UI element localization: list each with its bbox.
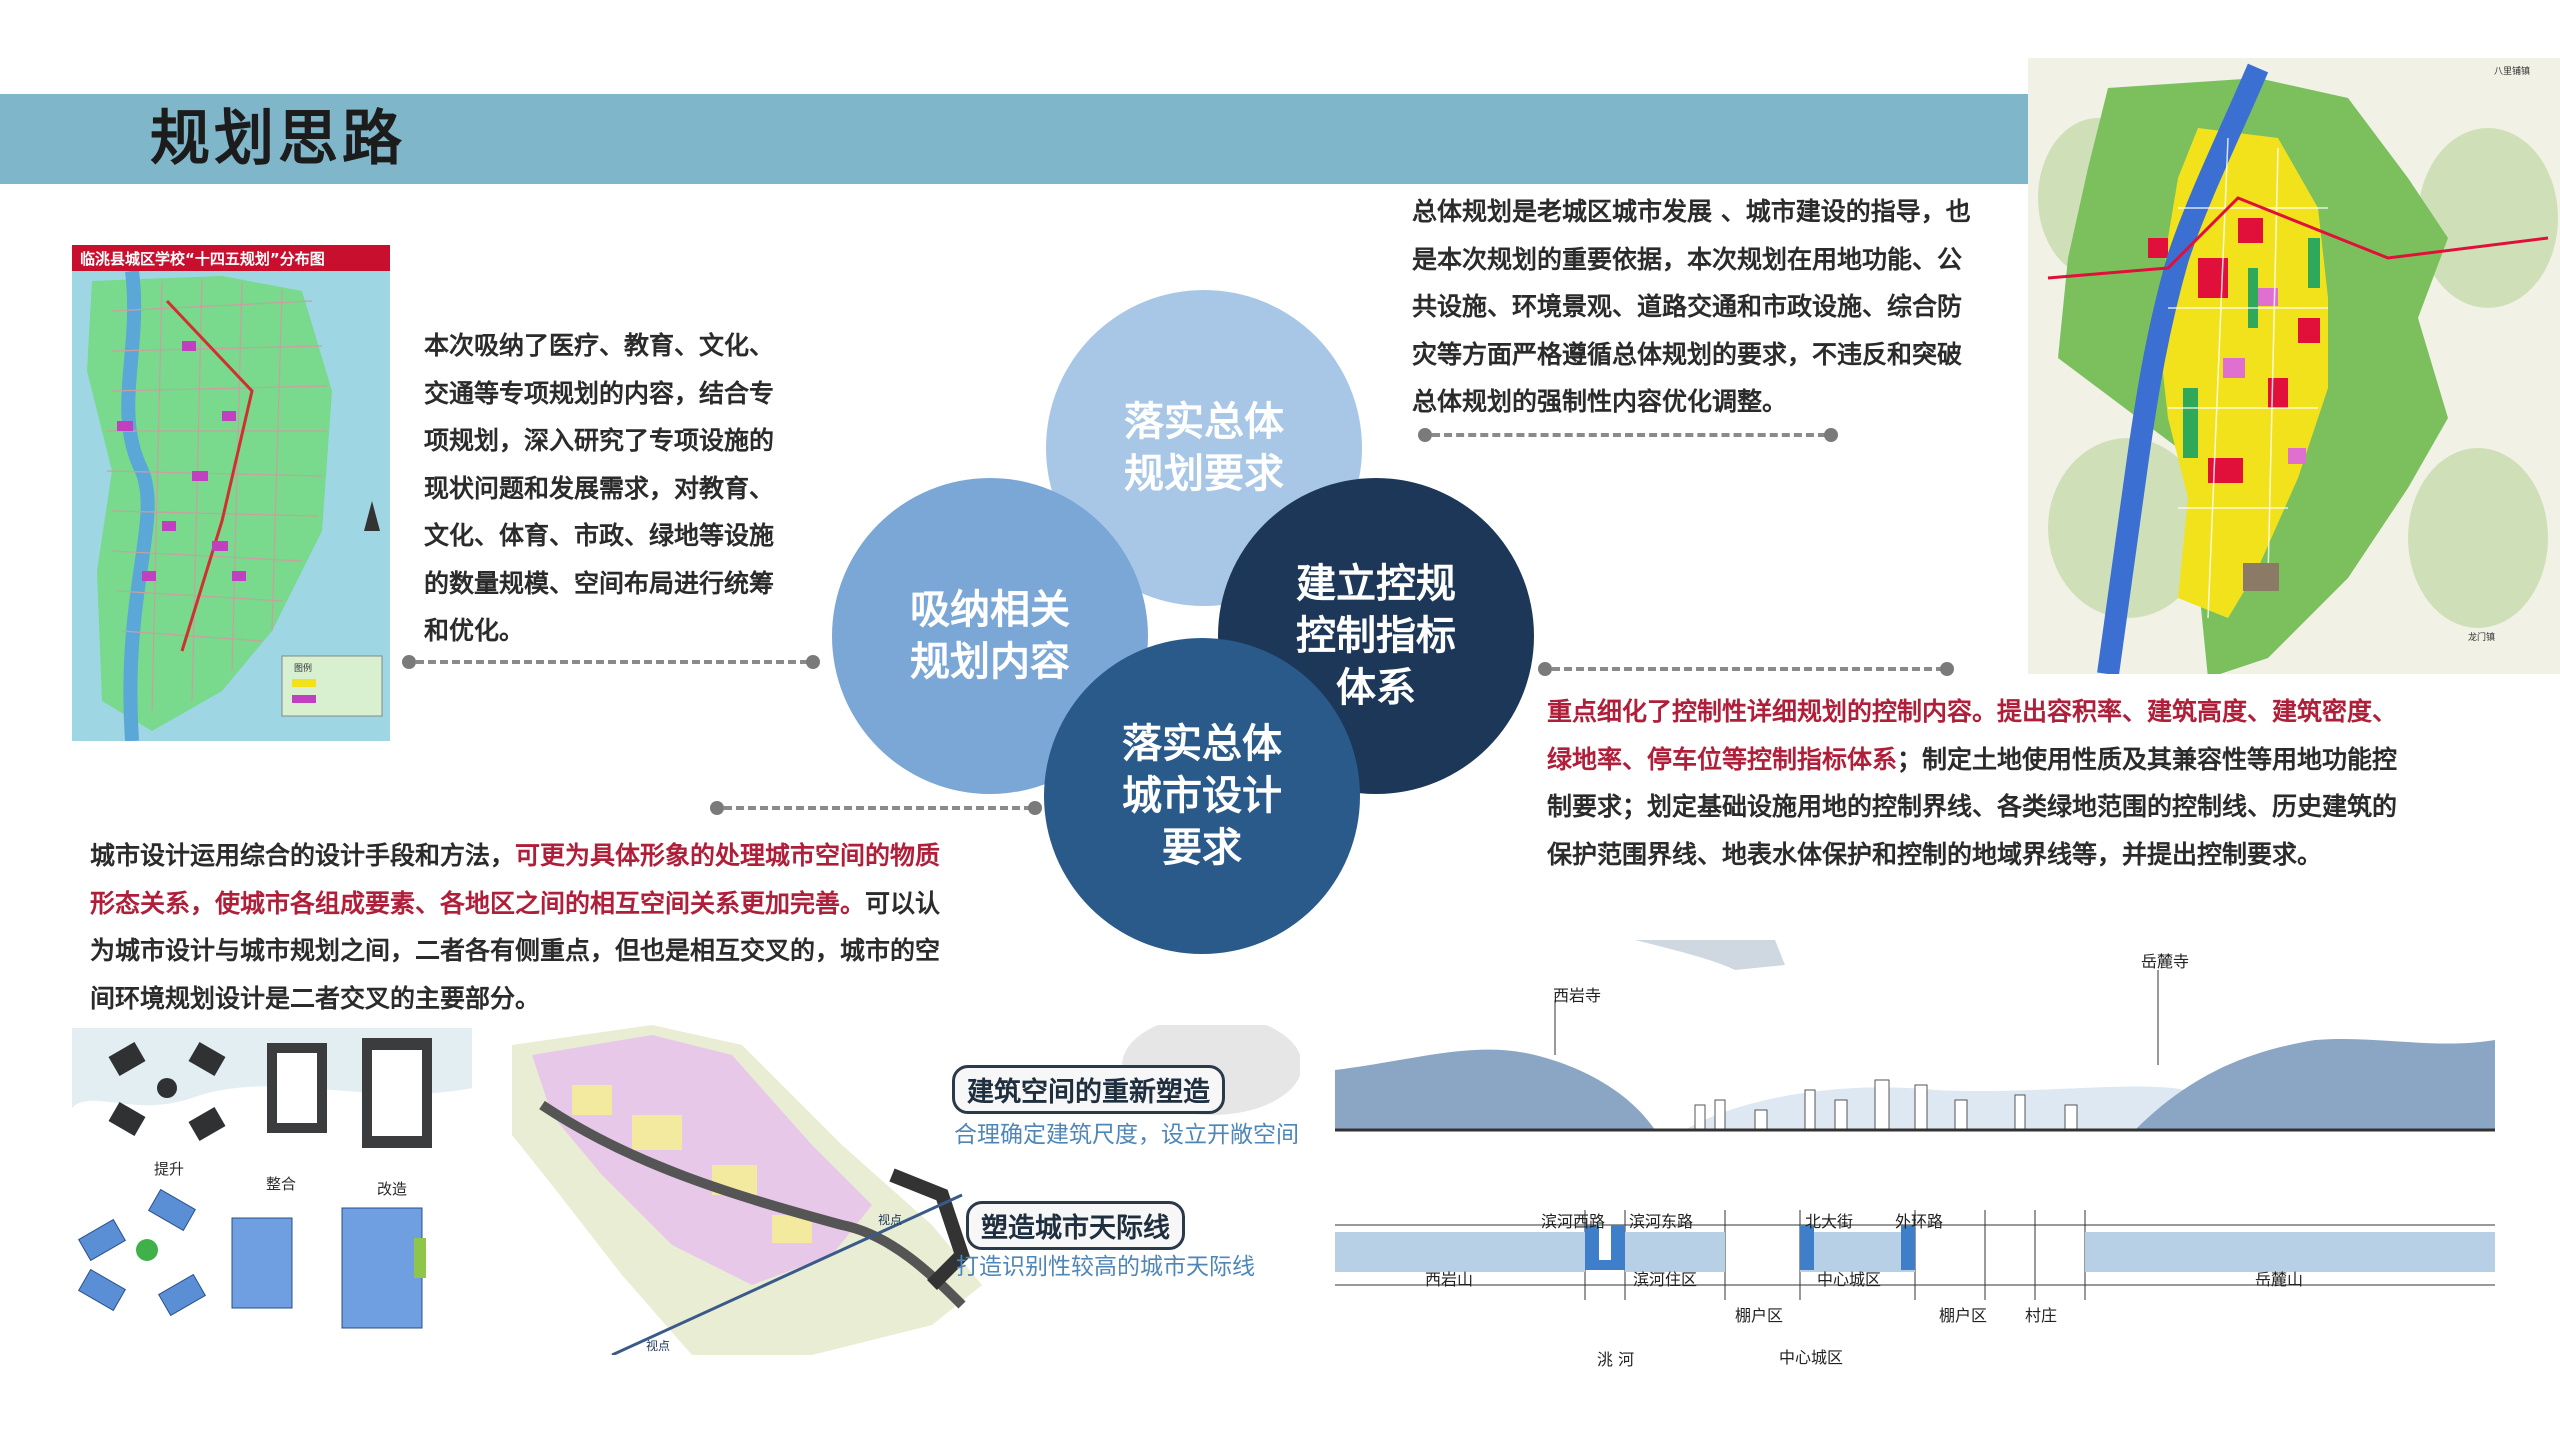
text-line: 和优化。 <box>424 616 525 645</box>
text-line: 现状问题和发展需求，对教育、 <box>424 473 775 503</box>
zone-label: 中心城区 <box>1779 1348 1844 1367</box>
connector-dash <box>1432 433 1826 437</box>
text-line: 的数量规模、空间布局进行统筹 <box>424 568 775 598</box>
connector-dash <box>1552 667 1944 671</box>
text-line: 总体规划是老城区城市发展 、城市建设的指导，也 <box>1412 197 1971 226</box>
circle-text: 吸纳相关 <box>910 587 1070 633</box>
circle-control-index-system: 建立控规 控制指标 体系 <box>1218 478 1534 794</box>
left-paragraph: 本次吸纳了医疗、教育、文化、 交通等专项规划的内容，结合专 项规划，深入研究了专… <box>424 322 824 655</box>
school-distribution-map: 临洮县城区学校“十四五规划”分布图 图例 <box>72 245 390 741</box>
text-line: 总体规划的强制性内容优化调整。 <box>1412 387 1788 416</box>
highlight-text: 可更为具体形象的处理城市空间的物质 <box>515 841 941 870</box>
town-label: 龙门镇 <box>2468 633 2496 643</box>
text-line: 制要求；划定基础设施用地的控制界线、各类绿地范围的控制线、历史建筑的 <box>1547 792 2398 821</box>
text-line: 保护范围界线、地表水体保护和控制的地域界线等，并提出控制要求。 <box>1547 839 2323 869</box>
connector-dash <box>724 806 1032 810</box>
page-title: 规划思路 <box>150 104 406 174</box>
circle-text: 体系 <box>1336 665 1416 711</box>
circle-text: 规划要求 <box>1124 451 1284 497</box>
peak-label-right: 岳麓寺 <box>2141 952 2190 971</box>
text-line: 本次吸纳了医疗、教育、文化、 <box>424 331 775 360</box>
road-label: 滨河东路 <box>1629 1212 1694 1231</box>
diagram-label-upgrade: 提升 <box>154 1160 185 1178</box>
map-title-bar <box>72 245 390 271</box>
body-text: 可以认 <box>865 888 941 918</box>
circle-implement-urban-design: 落实总体 城市设计 要求 <box>1044 638 1360 954</box>
road-label: 滨河西路 <box>1541 1212 1606 1231</box>
text-line: 灾等方面严格遵循总体规划的要求，不违反和突破 <box>1412 339 1963 369</box>
highlight-text: 重点细化了控制性详细规划的控制内容。提出容积率、建筑高度、建筑密度、 <box>1547 697 2398 726</box>
diagram-label-renovate: 改造 <box>377 1180 408 1198</box>
connector-dot <box>1418 428 1432 442</box>
text-line: 为城市设计与城市规划之间，二者各有侧重点，但也是相互交叉的，城市的空 <box>90 936 941 965</box>
text-line: 间环境规划设计是二者交叉的主要部分。 <box>90 983 541 1013</box>
circle-text: 落实总体 <box>1122 721 1282 767</box>
connector-dot <box>1824 428 1838 442</box>
circle-text: 落实总体 <box>1124 399 1284 445</box>
text-line: 项规划，深入研究了专项设施的 <box>424 426 775 455</box>
bottom-left-paragraph: 城市设计运用综合的设计手段和方法，可更为具体形象的处理城市空间的物质 形态关系，… <box>90 832 1050 1022</box>
connector-dot <box>1538 662 1552 676</box>
text-line: 是本次规划的重要依据，本次规划在用地功能、公 <box>1412 244 1963 274</box>
zone-label: 西岩山 <box>1425 1270 1474 1289</box>
road-label: 外环路 <box>1895 1212 1944 1231</box>
peak-label-left: 西岩寺 <box>1553 986 1602 1005</box>
land-use-graphic <box>2028 58 2560 674</box>
body-text: ；制定土地使用性质及其兼容性等用地功能控 <box>1897 744 2398 774</box>
connector-dot <box>710 801 724 815</box>
map-graphic <box>72 271 390 741</box>
text-line: 绿地率、停车位等控制指标体系；制定土地使用性质及其兼容性等用地功能控 <box>1547 736 2547 784</box>
road-label: 北大街 <box>1805 1212 1854 1231</box>
zone-label: 中心城区 <box>1817 1270 1882 1289</box>
map-title: 临洮县城区学校“十四五规划”分布图 <box>80 250 325 268</box>
text-line: 城市设计运用综合的设计手段和方法，可更为具体形象的处理城市空间的物质 <box>90 832 1050 880</box>
callout-skyline-subtitle: 打造识别性较高的城市天际线 <box>956 1254 1255 1280</box>
highlight-text: 形态关系，使城市各组成要素、各地区之间的相互空间关系更加完善。 <box>90 888 866 918</box>
circle-text: 规划内容 <box>910 639 1070 685</box>
connector-dot <box>1028 801 1042 815</box>
block-graphic <box>72 1028 472 1329</box>
urban-design-map: 建筑空间的重新塑造 合理确定建筑尺度，设立开敞空间 塑造城市天际线 打造识别性较… <box>512 1025 1300 1355</box>
zone-label: 岳麓山 <box>2255 1270 2304 1289</box>
callout-reshape-subtitle: 合理确定建筑尺度，设立开敞空间 <box>954 1122 1299 1148</box>
circle-text: 建立控规 <box>1296 561 1456 607</box>
zone-label: 村庄 <box>2025 1306 2058 1325</box>
title-band <box>0 94 2028 184</box>
circle-text: 要求 <box>1162 825 1242 871</box>
town-label: 八里铺镇 <box>2494 67 2531 77</box>
callout-skyline: 塑造城市天际线 <box>966 1201 1185 1250</box>
body-text: 城市设计运用综合的设计手段和方法， <box>90 841 516 870</box>
zone-label: 滨河住区 <box>1633 1270 1698 1289</box>
view-point-label: 视点 <box>646 1339 671 1353</box>
text-line: 重点细化了控制性详细规划的控制内容。提出容积率、建筑高度、建筑密度、 <box>1547 688 2547 736</box>
zone-label: 棚户区 <box>1735 1306 1784 1325</box>
callout-reshape-building-space: 建筑空间的重新塑造 <box>952 1065 1225 1114</box>
cross-section: 西岩寺 岳麓寺 滨河西路 滨河东路 北大街 外环路 西岩山 滨河住区 中心城区 … <box>1335 940 2495 1380</box>
map-legend-title: 图例 <box>294 664 313 674</box>
zone-label: 棚户区 <box>1939 1306 1988 1325</box>
text-line: 文化、体育、市政、绿地等设施 <box>424 521 775 550</box>
diagram-label-integrate: 整合 <box>266 1175 297 1193</box>
zone-label: 洮 河 <box>1597 1350 1635 1369</box>
cross-section-graphic <box>1335 940 2495 1300</box>
text-line: 形态关系，使城市各组成要素、各地区之间的相互空间关系更加完善。可以认 <box>90 880 1050 928</box>
connector-dot <box>806 655 820 669</box>
text-line: 共设施、环境景观、道路交通和市政设施、综合防 <box>1412 292 1963 321</box>
connector-dot <box>402 655 416 669</box>
circle-text: 城市设计 <box>1122 773 1282 819</box>
connector-dot <box>1940 662 1954 676</box>
block-diagrams: 提升 整合 改造 <box>72 1028 472 1338</box>
view-point-label: 视点 <box>878 1213 903 1227</box>
land-use-map: 八里铺镇 龙门镇 <box>2028 58 2560 674</box>
text-line: 交通等专项规划的内容，结合专 <box>424 378 775 408</box>
highlight-text: 绿地率、停车位等控制指标体系 <box>1547 744 1898 774</box>
connector-dash <box>416 660 808 664</box>
circle-text: 控制指标 <box>1296 613 1456 659</box>
top-right-paragraph: 总体规划是老城区城市发展 、城市建设的指导，也 是本次规划的重要依据，本次规划在… <box>1412 188 2042 426</box>
urban-design-graphic <box>512 1025 1300 1355</box>
right-paragraph: 重点细化了控制性详细规划的控制内容。提出容积率、建筑高度、建筑密度、 绿地率、停… <box>1547 688 2547 878</box>
